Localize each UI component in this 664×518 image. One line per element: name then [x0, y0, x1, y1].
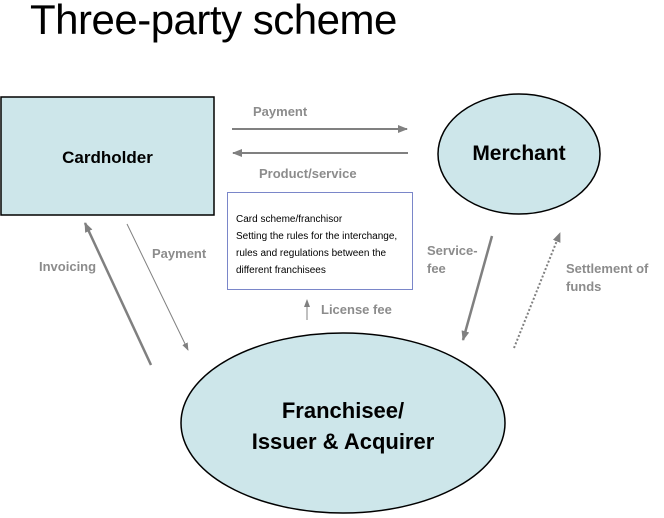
settlement-label-line1: Settlement of	[566, 261, 649, 276]
payment-left-arrow	[126, 223, 189, 351]
payment-top-label: Payment	[253, 104, 308, 119]
cardholder-node	[0, 96, 215, 216]
invoicing-label: Invoicing	[39, 259, 97, 274]
info-box-line-1: Card scheme/franchisor	[236, 214, 343, 225]
service-fee-label-line1: Service-	[427, 243, 478, 258]
product-service-label: Product/service	[259, 166, 357, 181]
payment-left-label: Payment	[152, 246, 207, 261]
franchisee-label-line2: Issuer & Acquirer	[251, 429, 435, 454]
page-title: Three-party scheme	[30, 0, 397, 43]
franchisee-node	[180, 332, 506, 514]
franchisee-label-line1: Franchisee/	[281, 398, 405, 423]
settlement-arrow	[513, 232, 561, 349]
license-fee-label: License fee	[321, 302, 392, 317]
invoicing-arrow	[83, 222, 153, 366]
settlement-label-line2: funds	[566, 279, 602, 294]
service-fee-arrow	[461, 235, 494, 341]
info-box-line-4: different franchisees	[236, 265, 326, 276]
info-box-line-2: Setting the rules for the interchange,	[236, 231, 398, 242]
merchant-label: Merchant	[472, 142, 566, 165]
card-scheme-info-box: Card scheme/franchisor Setting the rules…	[227, 192, 413, 290]
cardholder-label: Cardholder	[62, 148, 153, 167]
merchant-node	[437, 93, 601, 215]
info-box-line-3: rules and regulations between the	[236, 248, 387, 259]
service-fee-label-line2: fee	[427, 261, 446, 276]
